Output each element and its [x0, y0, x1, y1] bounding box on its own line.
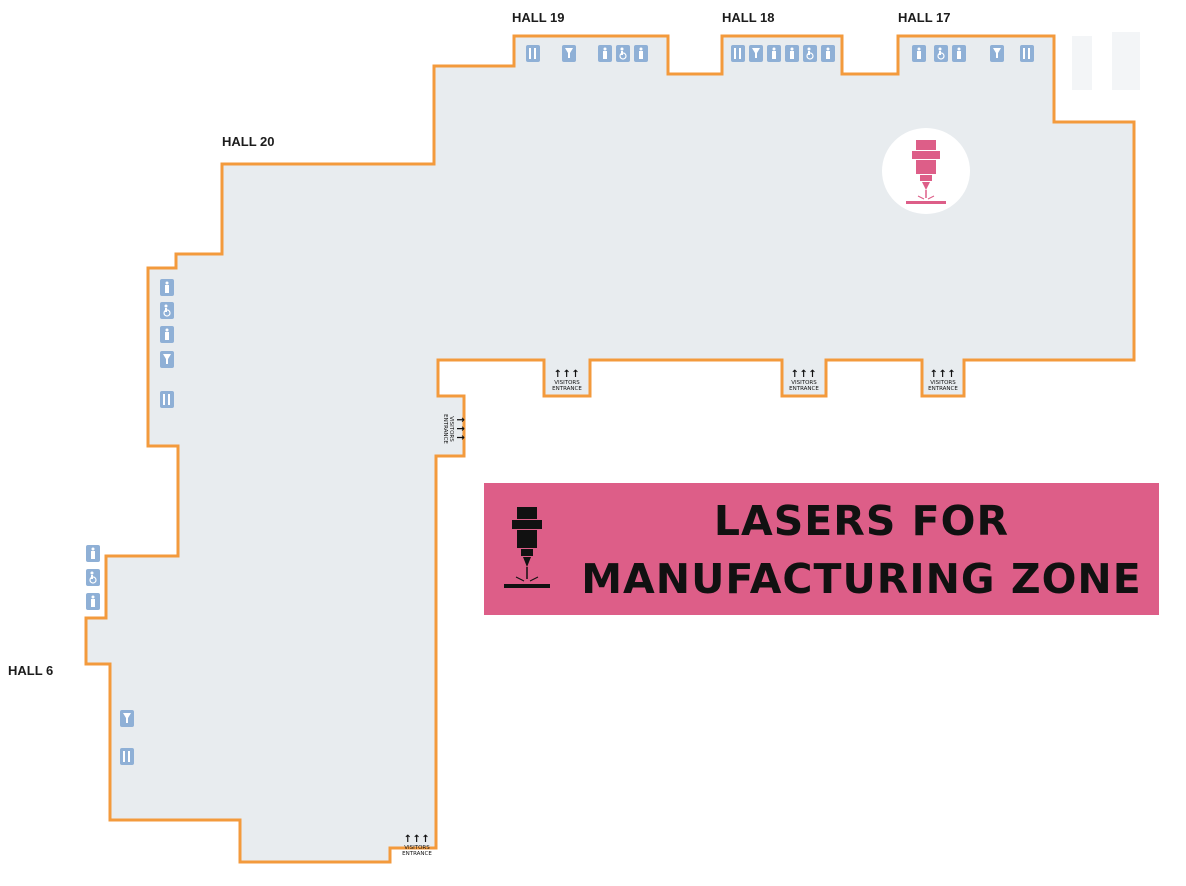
toilet-icon[interactable] [86, 593, 100, 610]
restaurant-icon[interactable] [120, 748, 134, 765]
accessible-toilet-icon[interactable] [160, 302, 174, 319]
laser-zone-marker[interactable] [882, 128, 970, 214]
restaurant-icon[interactable] [526, 45, 540, 62]
hall-20-label: HALL 20 [222, 134, 275, 149]
toilet-icon[interactable] [598, 45, 612, 62]
toilet-icon[interactable] [912, 45, 926, 62]
accessible-toilet-icon[interactable] [616, 45, 630, 62]
hall-19-label: HALL 19 [512, 10, 565, 25]
entrance-arrows-icon: ↑↑↑ [790, 369, 818, 380]
accessible-toilet-icon[interactable] [86, 569, 100, 586]
laser-head-icon [906, 140, 946, 204]
bar-icon[interactable] [562, 45, 576, 62]
hall-floor-area[interactable] [84, 34, 1136, 864]
bar-icon[interactable] [120, 710, 134, 727]
hall-18-label: HALL 18 [722, 10, 775, 25]
visitors-entrance[interactable]: ↑↑↑ VISITORS ENTRANCE [442, 404, 465, 454]
zone-title-line2: MANUFACTURING ZONE [581, 555, 1142, 603]
accessible-toilet-icon[interactable] [934, 45, 948, 62]
toilet-icon[interactable] [86, 545, 100, 562]
toilet-icon[interactable] [952, 45, 966, 62]
faded-mark [1112, 32, 1140, 90]
restaurant-icon[interactable] [731, 45, 745, 62]
bar-icon[interactable] [160, 351, 174, 368]
accessible-toilet-icon[interactable] [803, 45, 817, 62]
toilet-icon[interactable] [767, 45, 781, 62]
visitors-entrance[interactable]: ↑↑↑ VISITORS ENTRANCE [392, 834, 442, 858]
entrance-arrows-icon: ↑↑↑ [403, 834, 431, 845]
faded-mark [1072, 36, 1092, 90]
visitors-entrance[interactable]: ↑↑↑ VISITORS ENTRANCE [918, 369, 968, 393]
entrance-arrows-icon: ↑↑↑ [553, 369, 581, 380]
toilet-icon[interactable] [160, 326, 174, 343]
visitors-entrance[interactable]: ↑↑↑ VISITORS ENTRANCE [779, 369, 829, 393]
entrance-arrows-icon: ↑↑↑ [929, 369, 957, 380]
toilet-icon[interactable] [785, 45, 799, 62]
toilet-icon[interactable] [160, 279, 174, 296]
bar-icon[interactable] [749, 45, 763, 62]
hall-17-label: HALL 17 [898, 10, 951, 25]
hall-6-label: HALL 6 [8, 663, 54, 678]
toilet-icon[interactable] [634, 45, 648, 62]
zone-banner[interactable]: LASERS FOR MANUFACTURING ZONE [484, 483, 1159, 615]
visitors-entrance[interactable]: ↑↑↑ VISITORS ENTRANCE [542, 369, 592, 393]
laser-head-icon [504, 507, 550, 588]
bar-icon[interactable] [990, 45, 1004, 62]
restaurant-icon[interactable] [160, 391, 174, 408]
restaurant-icon[interactable] [1020, 45, 1034, 62]
entrance-arrows-icon: ↑↑↑ [454, 415, 465, 443]
toilet-icon[interactable] [821, 45, 835, 62]
zone-title-line1: LASERS FOR [713, 497, 1010, 545]
